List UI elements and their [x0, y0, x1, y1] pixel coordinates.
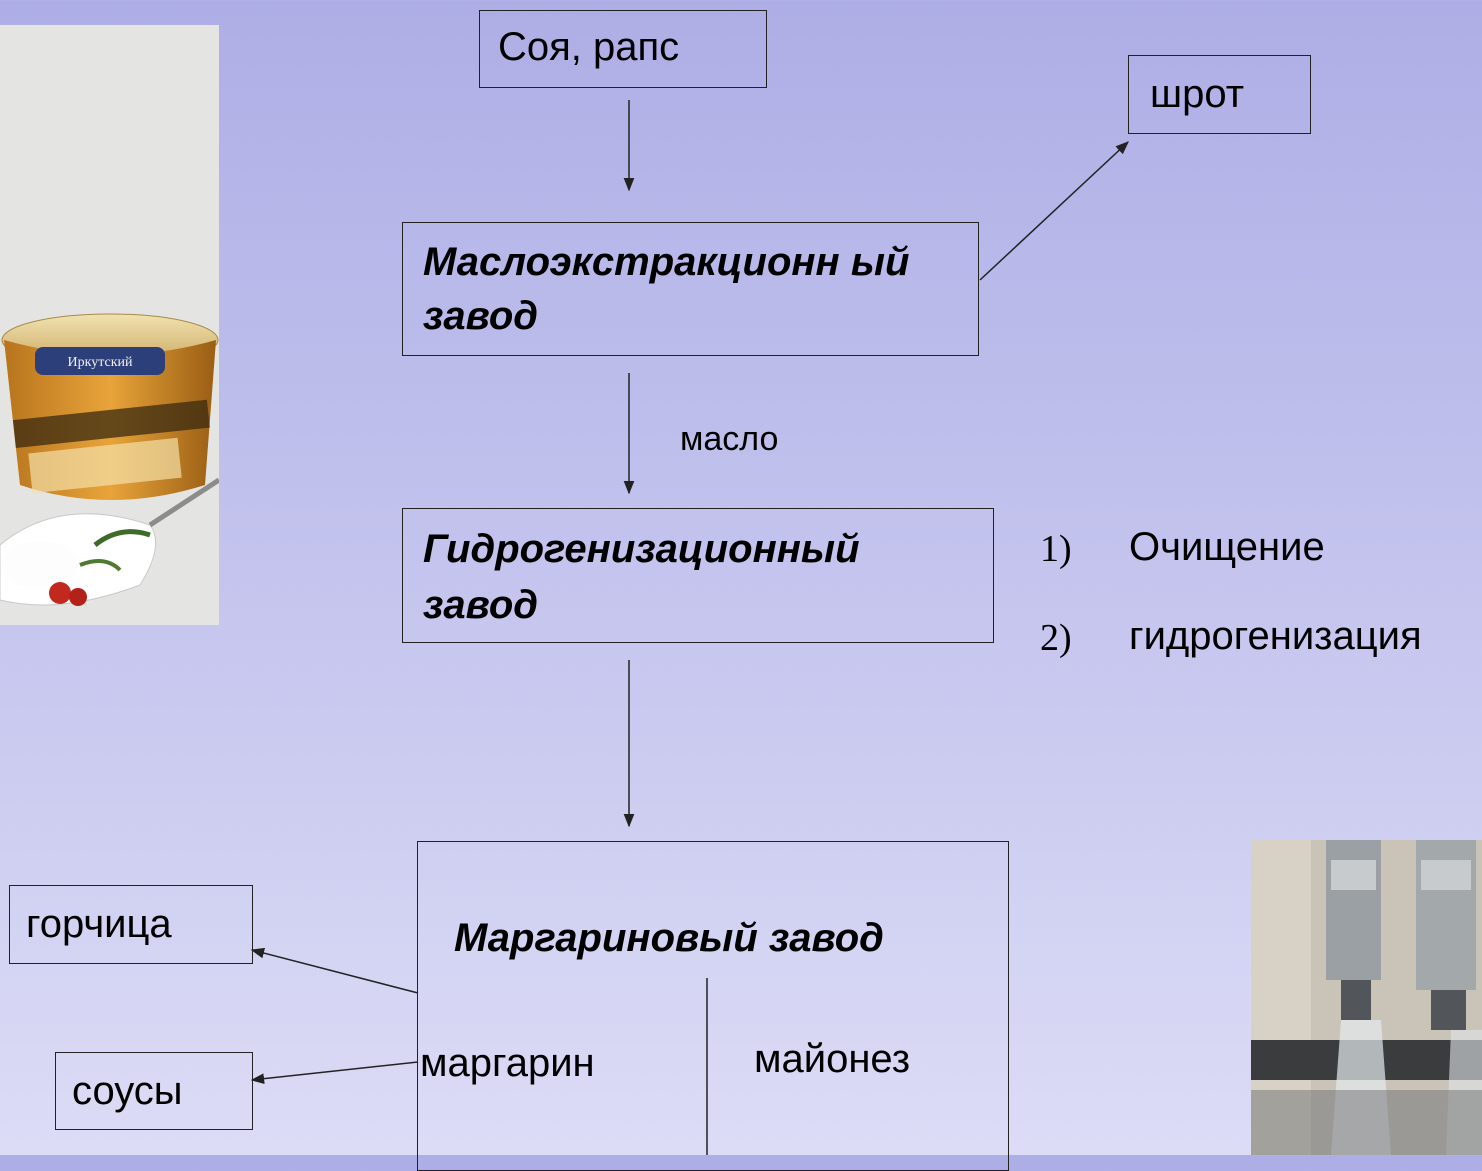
- margarine-plant-box: Маргариновый завод маргарин майонез: [417, 841, 1009, 1171]
- oil-extraction-plant-box: Маслоэкстракционн ый завод: [402, 222, 979, 356]
- step-text: гидрогенизация: [1129, 614, 1422, 658]
- sauces-box: соусы: [55, 1052, 253, 1130]
- mayonnaise-label: майонез: [754, 1037, 911, 1081]
- hydrogenation-plant-label: Гидрогенизационный завод: [423, 527, 860, 627]
- oil-label: масло: [680, 420, 779, 458]
- bottling-machine-photo: [1251, 840, 1482, 1155]
- step-number: 1): [1040, 528, 1072, 570]
- mayonnaise-jar-image: Иркутский: [0, 313, 219, 606]
- oil-extraction-plant-label: Маслоэкстракционн ый завод: [423, 240, 910, 338]
- step-text: Очищение: [1129, 525, 1325, 569]
- arrow-margarine-to-sauces: [250, 1061, 419, 1085]
- hydrogenation-plant-box: Гидрогенизационный завод: [402, 508, 994, 643]
- mustard-label: горчица: [26, 902, 172, 946]
- meal-label: шрот: [1150, 72, 1245, 116]
- arrow-extraction-to-meal: [979, 141, 1129, 281]
- mustard-box: горчица: [9, 885, 253, 964]
- bottling-machine-image: [1251, 840, 1482, 1155]
- step-number: 2): [1040, 617, 1072, 659]
- mayonnaise-jar-photo: Иркутский: [0, 25, 219, 625]
- margarine-plant-label: Маргариновый завод: [454, 916, 884, 960]
- source-label: Соя, рапс: [498, 25, 680, 69]
- jar-brand-text: Иркутский: [67, 355, 133, 370]
- arrow-margarine-to-mustard: [250, 947, 419, 994]
- source-box: Соя, рапс: [479, 10, 767, 88]
- meal-box: шрот: [1128, 55, 1311, 134]
- margarine-label: маргарин: [420, 1041, 595, 1085]
- sauces-label: соусы: [72, 1069, 183, 1113]
